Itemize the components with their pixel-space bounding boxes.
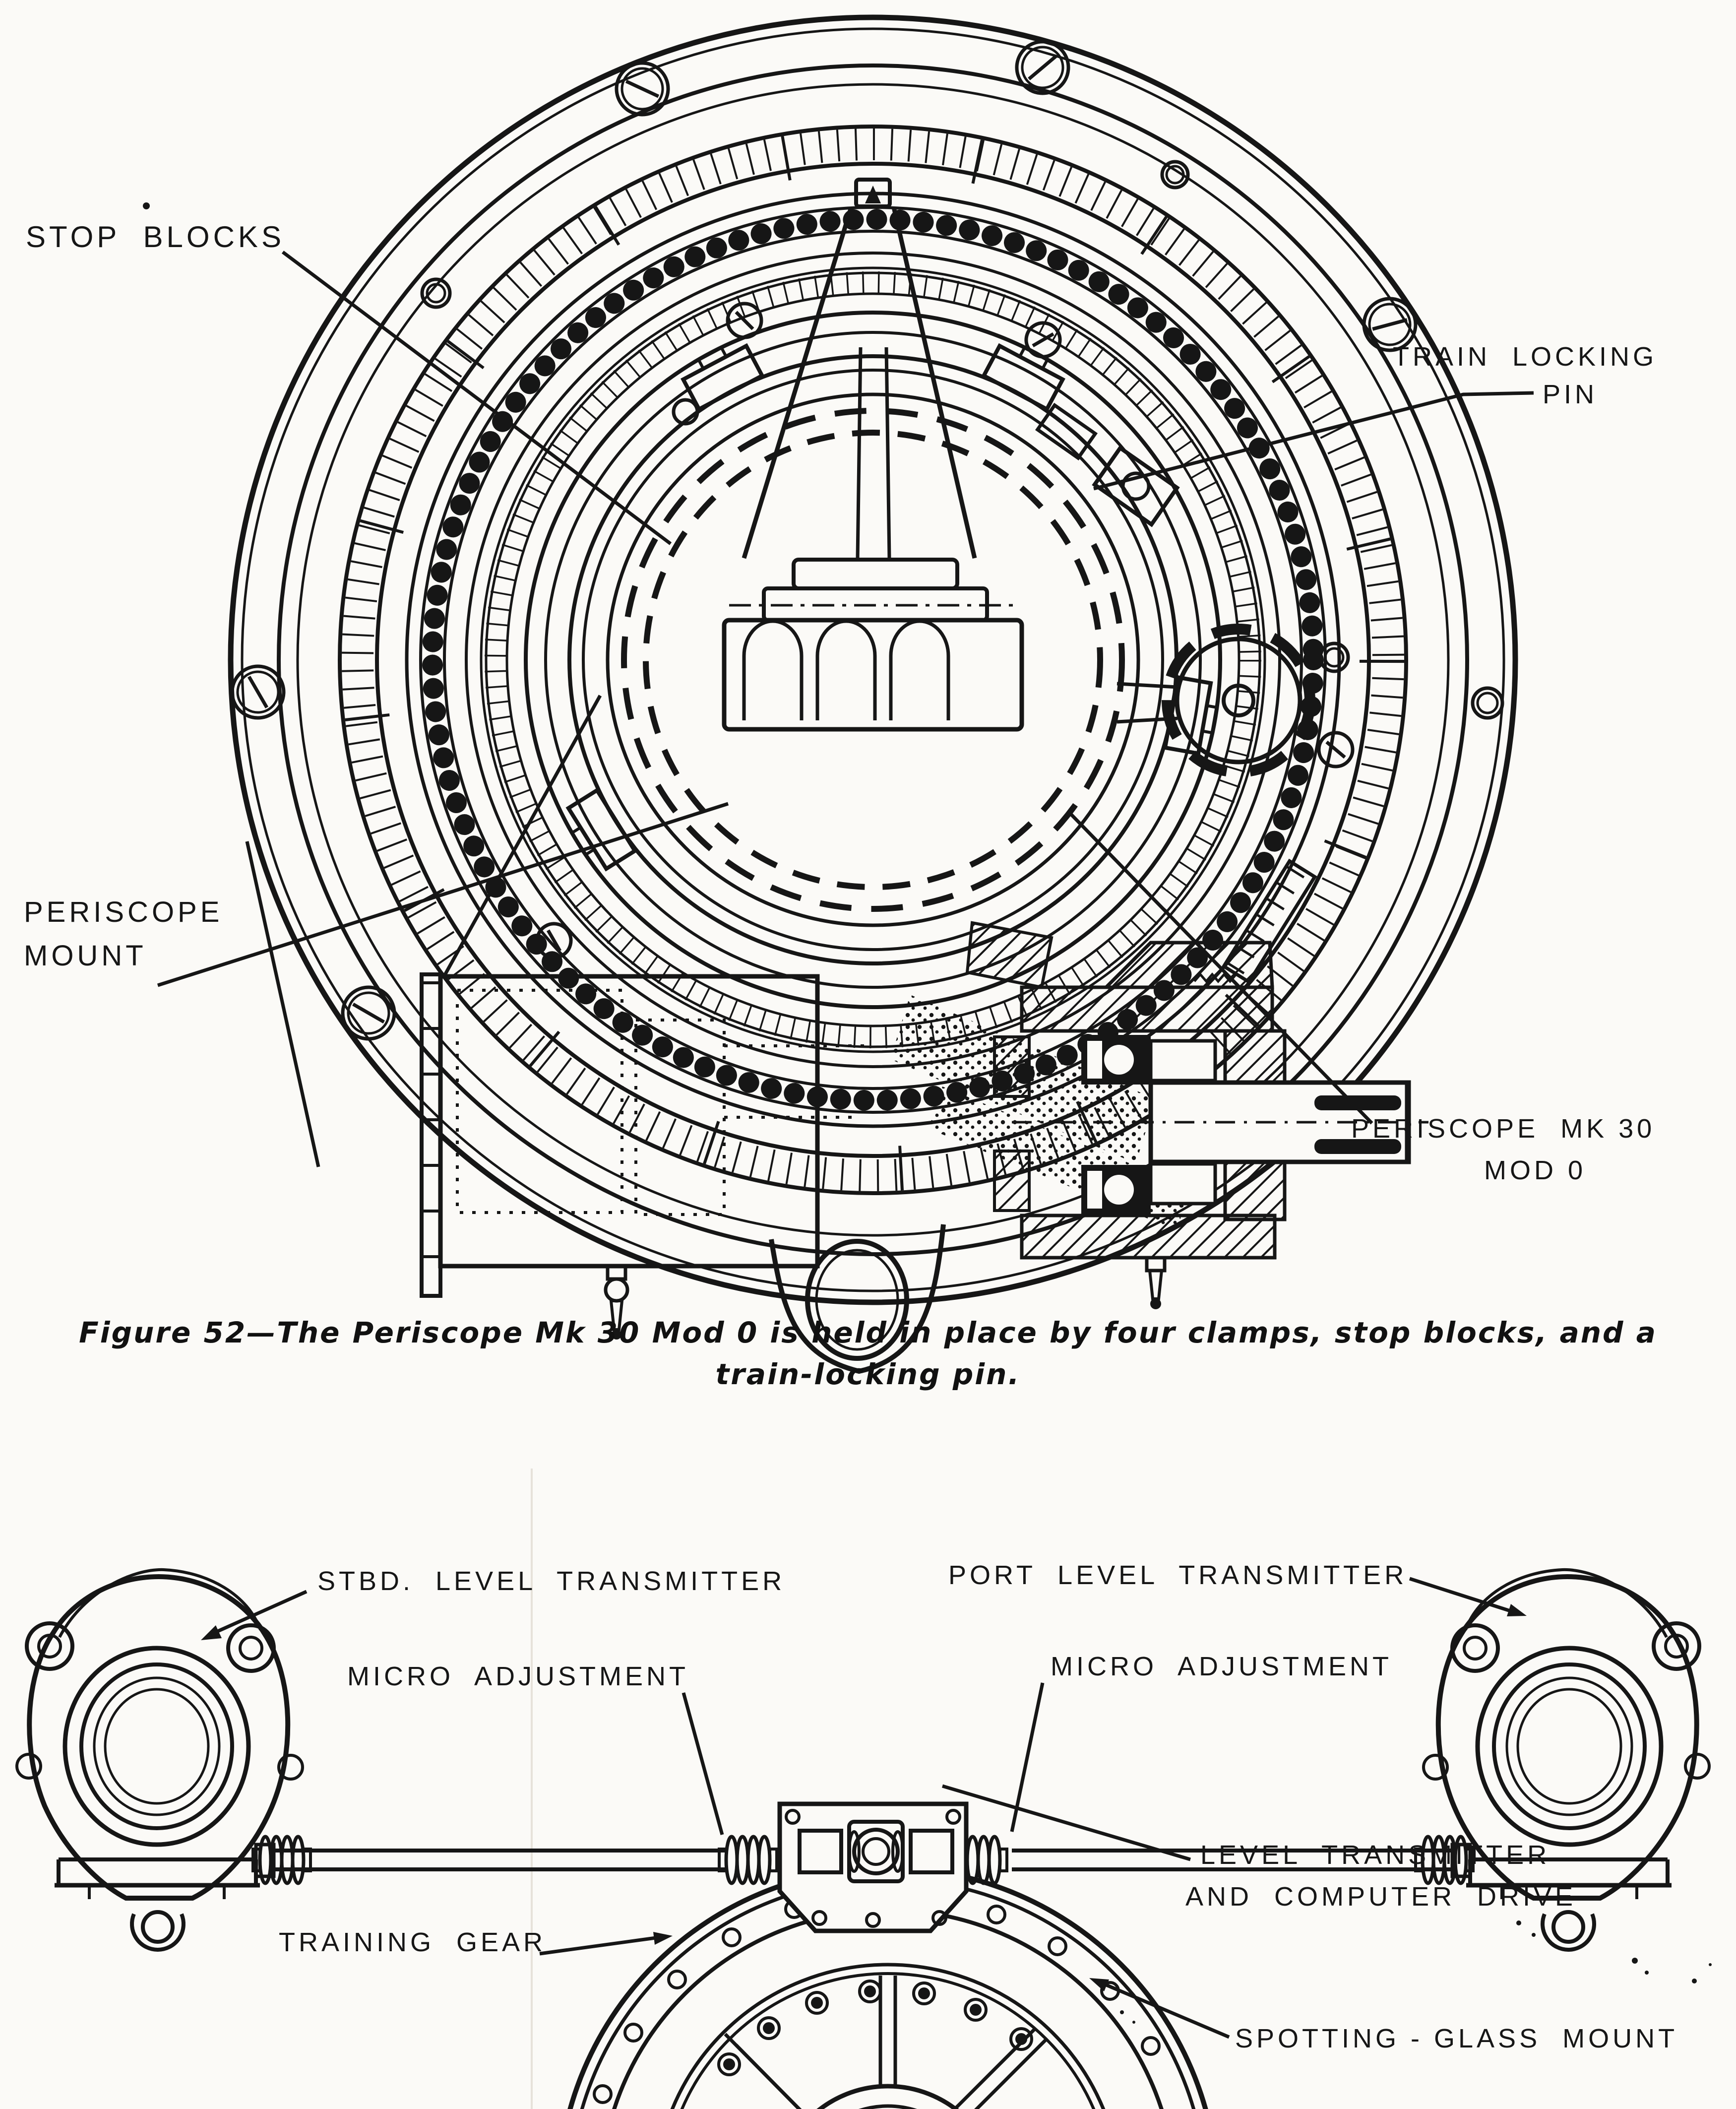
print-dot [143, 202, 150, 209]
flange-screw [615, 61, 670, 117]
label-periscope-mod: MOD 0 [1484, 1155, 1587, 1185]
flange-screw [230, 664, 286, 720]
train-locking-leader [1093, 391, 1534, 491]
small-screw [535, 922, 573, 959]
periscope-mk-leader [1070, 813, 1373, 1125]
stbd-level-transmitter [15, 1568, 304, 1952]
label-level-transmitter-line1: LEVEL TRANSMITTER [1200, 1840, 1550, 1870]
stop-blocks-leader [281, 251, 672, 545]
dial-ticks-major [342, 128, 1404, 1191]
periscope-dashed-outline-inner [643, 430, 1103, 890]
gear-housing-box [420, 972, 873, 1340]
clamp [981, 343, 1065, 412]
flange-hole [1318, 641, 1350, 673]
drive-assembly-section [965, 858, 1428, 1309]
structure-line [441, 695, 602, 979]
flange-hole [1160, 160, 1190, 190]
label-stbd-level-transmitter: STBD. LEVEL TRANSMITTER [317, 1566, 786, 1596]
locking-knob [1116, 624, 1315, 777]
flange-hole [420, 277, 452, 309]
ink-speckles [1120, 1920, 1712, 2024]
flange-hole [1471, 686, 1504, 720]
label-spotting-glass-mount: SPOTTING - GLASS MOUNT [1235, 2024, 1678, 2053]
label-micro-adjustment-right: MICRO ADJUSTMENT [1051, 1652, 1393, 1681]
clamp [681, 343, 765, 412]
stop-block-wedge [722, 178, 1024, 732]
train-locking-pin-assembly [1035, 402, 1180, 527]
small-screw [1024, 321, 1062, 359]
stud-bolts [723, 1985, 1027, 2070]
figure-caption-line2: train-locking pin. [715, 1357, 1021, 1391]
flange-hole [672, 398, 699, 426]
level-transmitter-computer-drive [777, 1801, 969, 1933]
periscope-dashed-outline [621, 408, 1125, 912]
figure-caption-line1: Figure 52—The Periscope Mk 30 Mod 0 is h… [79, 1316, 1657, 1349]
flange-screw [341, 985, 396, 1041]
label-periscope-mk: PERISCOPE MK 30 [1351, 1114, 1656, 1144]
callout-leaders [201, 1577, 1527, 2039]
label-level-transmitter-line2: AND COMPUTER DRIVE [1185, 1882, 1577, 1912]
synchro-shaft [274, 1849, 1454, 1871]
gear-teeth-ring [422, 209, 1324, 1111]
structure-line [245, 841, 320, 1167]
flange-screw [1015, 40, 1070, 95]
small-screw [1317, 731, 1355, 768]
label-train-locking-line1: TRAIN LOCKING [1393, 342, 1658, 372]
level-transmitter-drawing [15, 1568, 1712, 2109]
periscope-mount-leader [157, 802, 729, 987]
clamp [565, 787, 638, 872]
label-training-gear: TRAINING GEAR [279, 1927, 547, 1957]
label-train-locking-line2: PIN [1543, 380, 1598, 409]
dial-ticks-fine [342, 128, 1404, 1191]
label-stop-blocks: STOP BLOCKS [26, 220, 285, 254]
small-screw [726, 302, 763, 339]
label-micro-adjustment-left: MICRO ADJUSTMENT [347, 1662, 689, 1691]
label-port-level-transmitter: PORT LEVEL TRANSMITTER [948, 1560, 1408, 1590]
inner-dial-ticks [485, 271, 1261, 1048]
grease-fitting [604, 1264, 629, 1340]
label-periscope-mount-line2: MOUNT [24, 940, 147, 972]
label-periscope-mount-line1: PERISCOPE [24, 896, 223, 928]
bottom-lug [769, 1224, 946, 1374]
periscope-mount-drawing [143, 14, 1534, 1374]
flange-screw [1362, 297, 1418, 352]
